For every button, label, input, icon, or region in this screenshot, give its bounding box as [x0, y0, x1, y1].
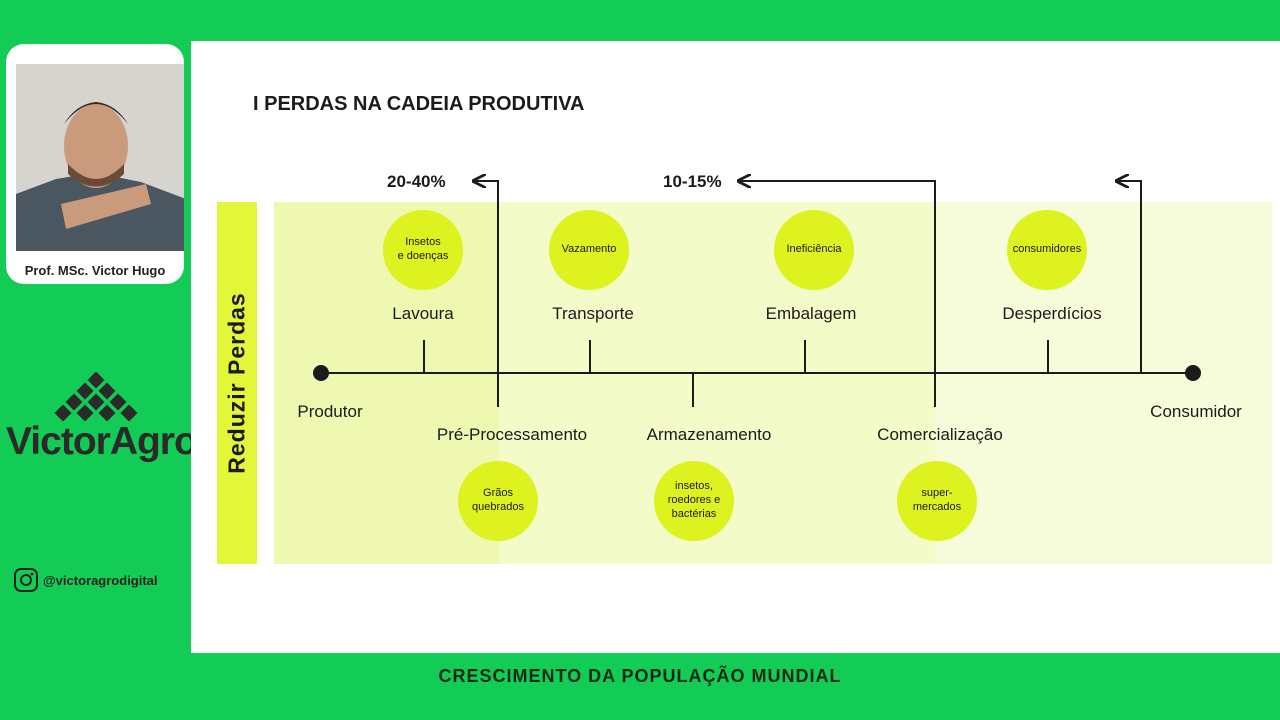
brand-name: VictorAgro	[6, 420, 198, 463]
presenter-webcam: Prof. MSc. Victor Hugo	[6, 44, 184, 284]
end-dot	[1185, 365, 1201, 381]
cause-insetos-doencas: Insetos e doenças	[383, 210, 463, 290]
stage-consumidor: Consumidor	[1150, 402, 1242, 421]
band-stage-3	[935, 202, 1272, 564]
slide-title: I PERDAS NA CADEIA PRODUTIVA	[253, 93, 585, 115]
instagram-icon	[14, 568, 38, 592]
cause-graos-quebrados: Grãos quebrados	[458, 461, 538, 541]
percent-10-15: 10-15%	[663, 172, 722, 191]
instagram-link[interactable]: @victoragrodigital	[13, 567, 158, 593]
instagram-handle: @victoragrodigital	[43, 572, 158, 588]
cause-insetos-roedores: insetos, roedores e bactérias	[654, 461, 734, 541]
stage-lavoura: Lavoura	[392, 304, 454, 323]
stage-transporte: Transporte	[552, 304, 634, 323]
cause-ineficiencia: Ineficiência	[774, 210, 854, 290]
footer-title: CRESCIMENTO DA POPULAÇÃO MUNDIAL	[438, 666, 842, 686]
reduzir-perdas-label: Reduzir Perdas	[217, 202, 257, 564]
arrow-20-40	[475, 181, 499, 407]
presenter-video	[16, 64, 184, 251]
stage-comercializacao: Comercialização	[877, 425, 1003, 444]
stage-pre-processamento: Pré-Processamento	[436, 425, 588, 444]
stage-armazenamento: Armazenamento	[646, 425, 772, 444]
stage-embalagem: Embalagem	[765, 304, 857, 323]
arrow-10-15	[740, 181, 936, 407]
start-dot	[313, 365, 329, 381]
presenter-caption: Prof. MSc. Victor Hugo	[24, 263, 166, 278]
percent-20-40: 20-40%	[387, 172, 446, 191]
victoragro-logo-icon	[54, 372, 138, 422]
stage-desperdicios: Desperdícios	[1002, 304, 1102, 323]
stage-produtor: Produtor	[297, 402, 363, 421]
cause-consumidores: consumidores	[1007, 210, 1087, 290]
cause-supermercados: super- mercados	[897, 461, 977, 541]
cause-vazamento: Vazamento	[549, 210, 629, 290]
arrow-consumer	[1118, 181, 1142, 373]
